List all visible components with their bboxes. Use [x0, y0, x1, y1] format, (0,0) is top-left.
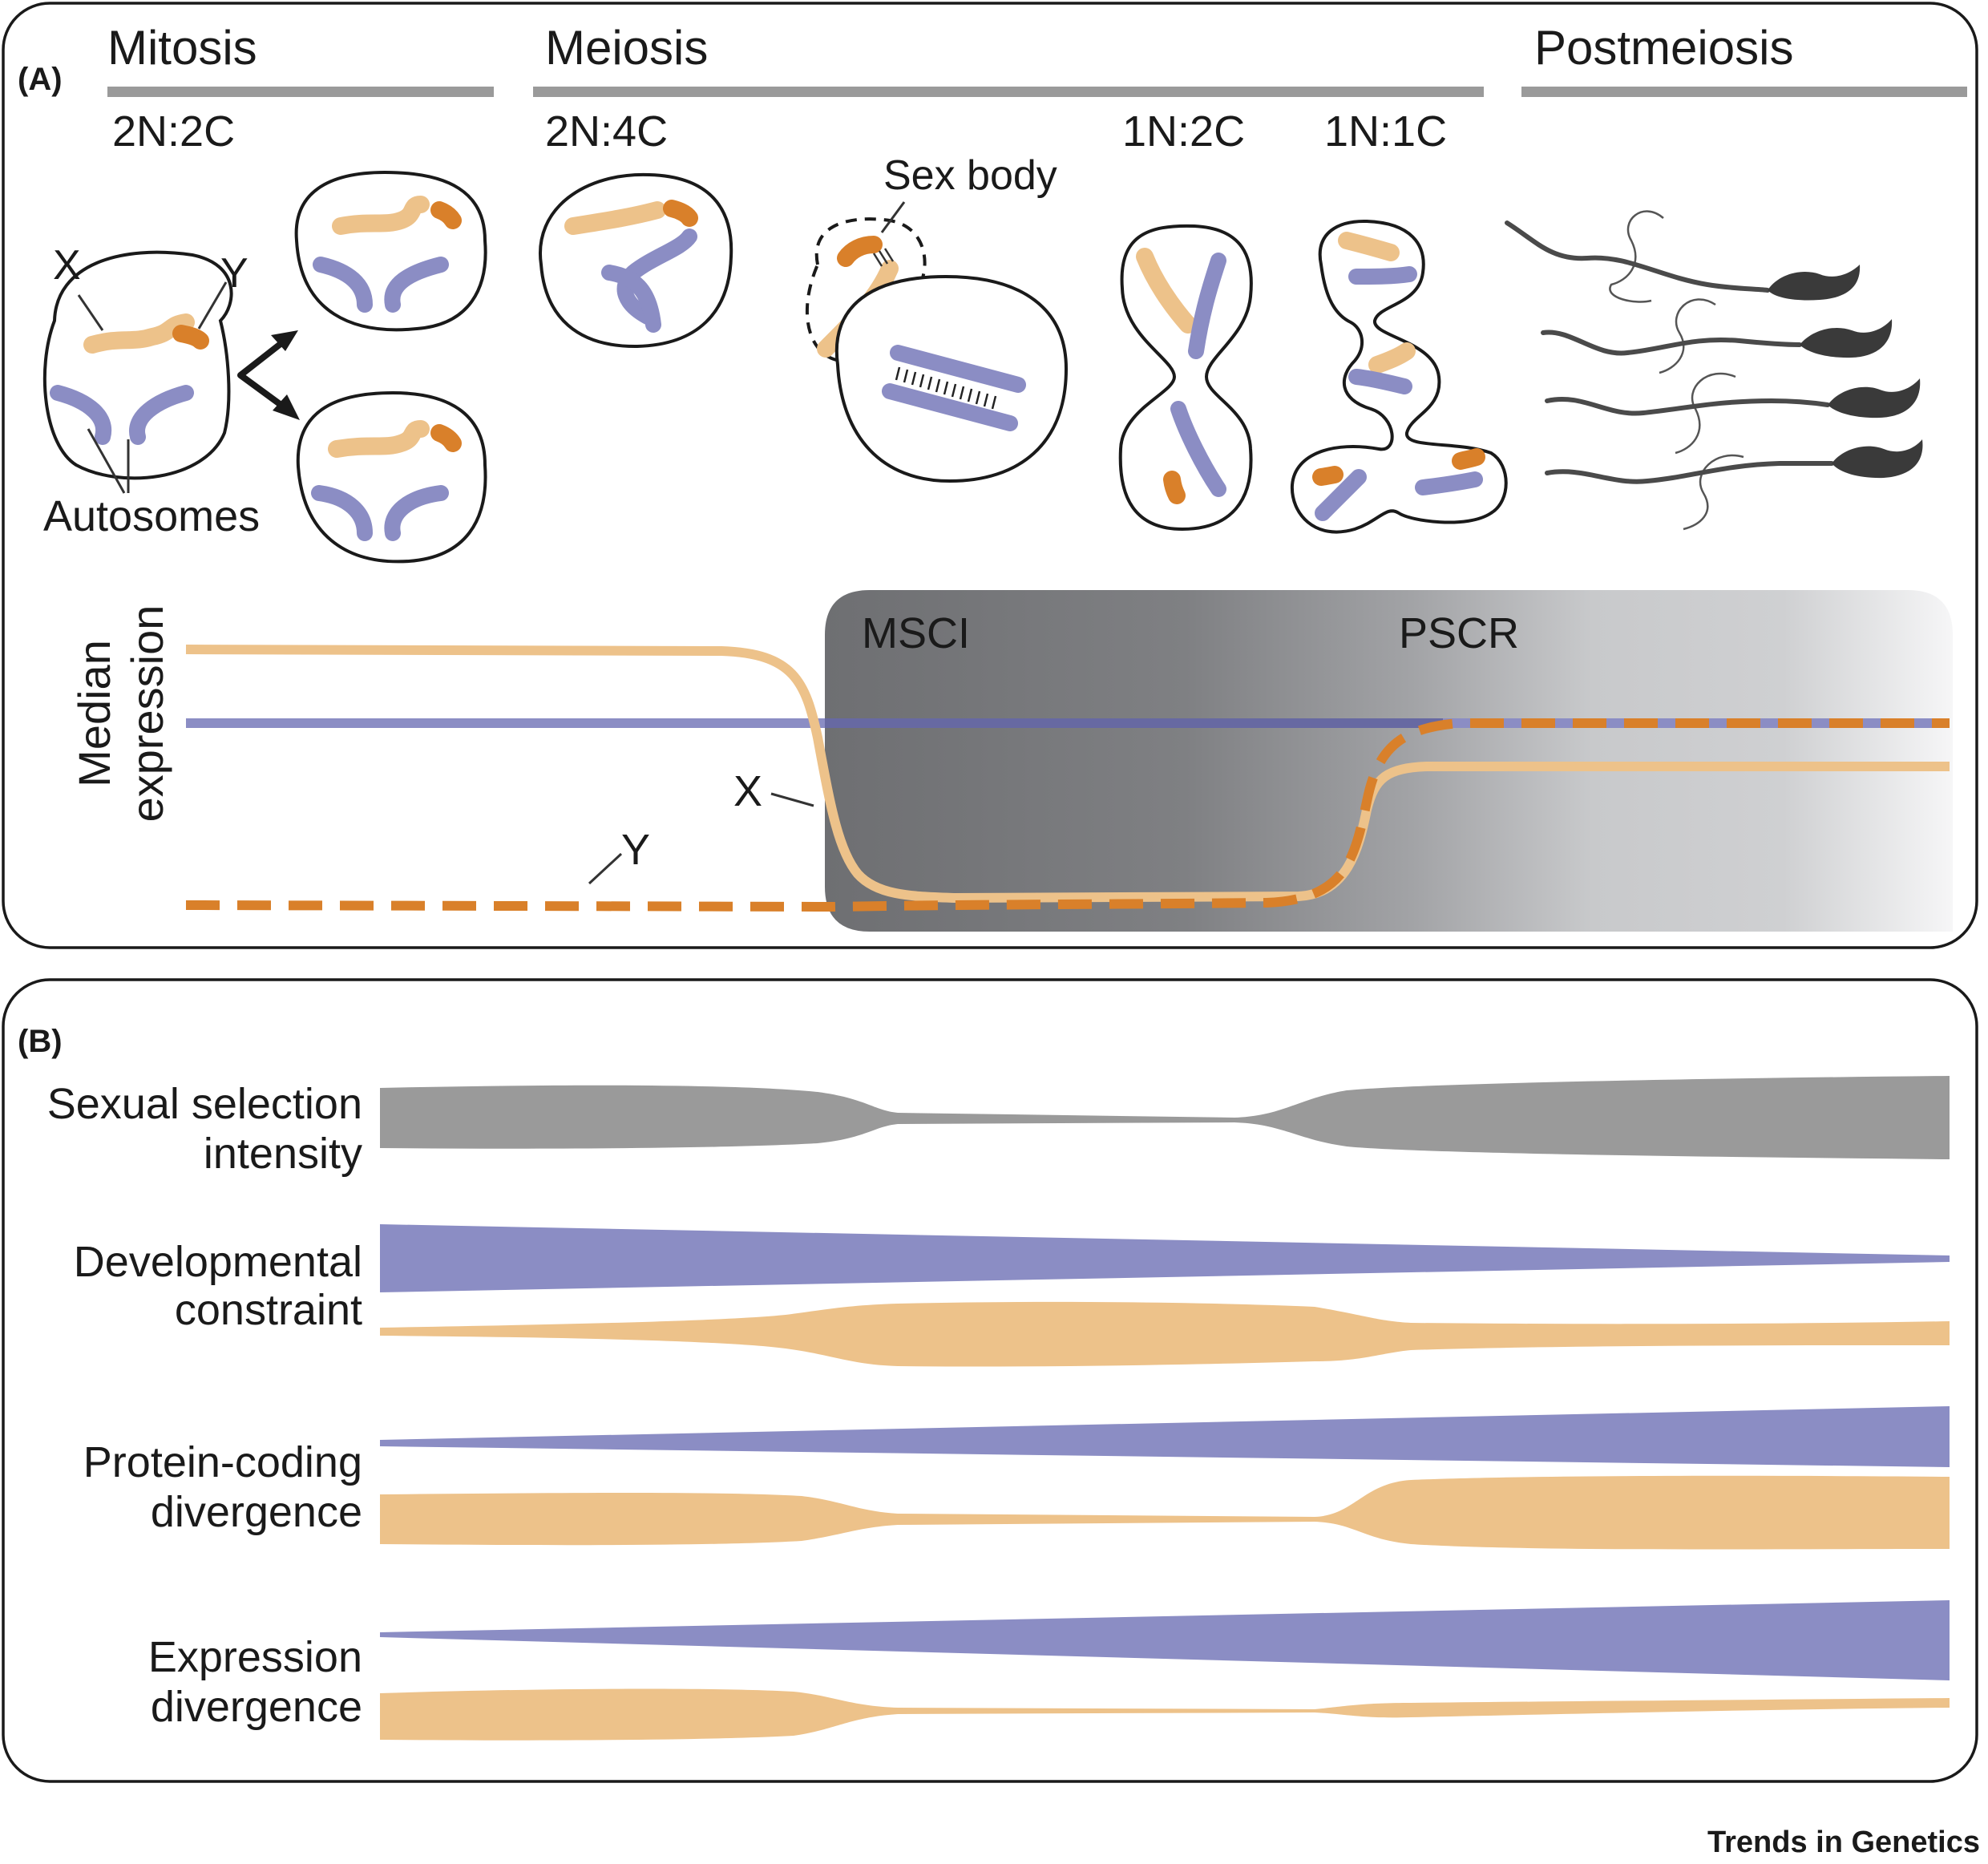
- band-developmental-x: [380, 1301, 1950, 1367]
- ploidy-1n1c: 1N:1C: [1324, 107, 1447, 156]
- curve-label-x: X: [733, 767, 762, 815]
- mitotic-daughter-cell-top: [294, 170, 487, 332]
- band-protein-autosome: [380, 1406, 1950, 1467]
- ploidy-2n2c: 2N:2C: [112, 107, 235, 156]
- leader-autosomes: [87, 428, 130, 494]
- leader-curve-x: [770, 792, 814, 807]
- panel-b-frame: [2, 978, 1978, 1783]
- label-pscr: PSCR: [1399, 609, 1519, 657]
- leader-y: [197, 281, 228, 330]
- panel-a-label: (A): [18, 62, 63, 97]
- curve-label-y: Y: [621, 826, 650, 874]
- band-expression-autosome: [380, 1600, 1950, 1680]
- ylabel-median-expression: Median expression: [69, 605, 172, 823]
- ylabel-line2: expression: [122, 605, 172, 823]
- label-msci: MSCI: [862, 609, 970, 657]
- leader-sex-body: [880, 201, 906, 233]
- stage-bar-postmeiosis: [1521, 87, 1967, 97]
- spermatozoa: [1505, 210, 1923, 531]
- stage-mitosis: Mitosis: [107, 21, 257, 75]
- band-developmental-autosome: [380, 1224, 1950, 1292]
- row-selection-line1: Sexual selection: [47, 1080, 362, 1128]
- leader-curve-y: [588, 852, 623, 885]
- label-y: Y: [220, 250, 248, 297]
- stage-postmeiosis: Postmeiosis: [1534, 21, 1793, 75]
- mitotic-parent-cell: [42, 250, 233, 480]
- ylabel-line1: Median: [69, 640, 119, 787]
- y-expression-line: [185, 718, 1950, 912]
- row-developmental-line2: constraint: [175, 1286, 362, 1334]
- row-selection-line2: intensity: [204, 1130, 362, 1178]
- stage-bar-mitosis: [107, 87, 494, 97]
- label-autosomes: Autosomes: [43, 492, 260, 540]
- meiotic-cell-2n4c: [538, 172, 733, 349]
- ploidy-2n4c: 2N:4C: [545, 107, 668, 156]
- ploidy-1n2c: 1N:2C: [1122, 107, 1245, 156]
- panel-b-label: (B): [18, 1024, 63, 1059]
- band-protein-x: [380, 1475, 1950, 1550]
- stage-bar-meiosis: [533, 87, 1484, 97]
- row-protein-line2: divergence: [151, 1488, 362, 1536]
- sex-body-cell: [805, 217, 1069, 483]
- row-expression-line1: Expression: [148, 1633, 362, 1681]
- journal-footer: Trends in Genetics: [1707, 1826, 1980, 1859]
- meiosis-i-dividing-cell: [1118, 224, 1253, 532]
- band-selection: [380, 1076, 1950, 1159]
- row-expression-line2: divergence: [151, 1683, 362, 1731]
- label-sex-body: Sex body: [883, 152, 1057, 199]
- row-protein-line1: Protein-coding: [83, 1438, 362, 1486]
- label-x: X: [53, 242, 81, 289]
- band-expression-x: [380, 1688, 1950, 1741]
- silencing-region: [825, 590, 1953, 932]
- division-arrows: [237, 330, 300, 420]
- leader-x: [77, 294, 104, 331]
- meiosis-ii-cells: [1290, 219, 1508, 534]
- row-developmental-line1: Developmental: [74, 1238, 362, 1286]
- stage-meiosis: Meiosis: [545, 21, 708, 75]
- mitotic-daughter-cell-bottom: [296, 390, 487, 564]
